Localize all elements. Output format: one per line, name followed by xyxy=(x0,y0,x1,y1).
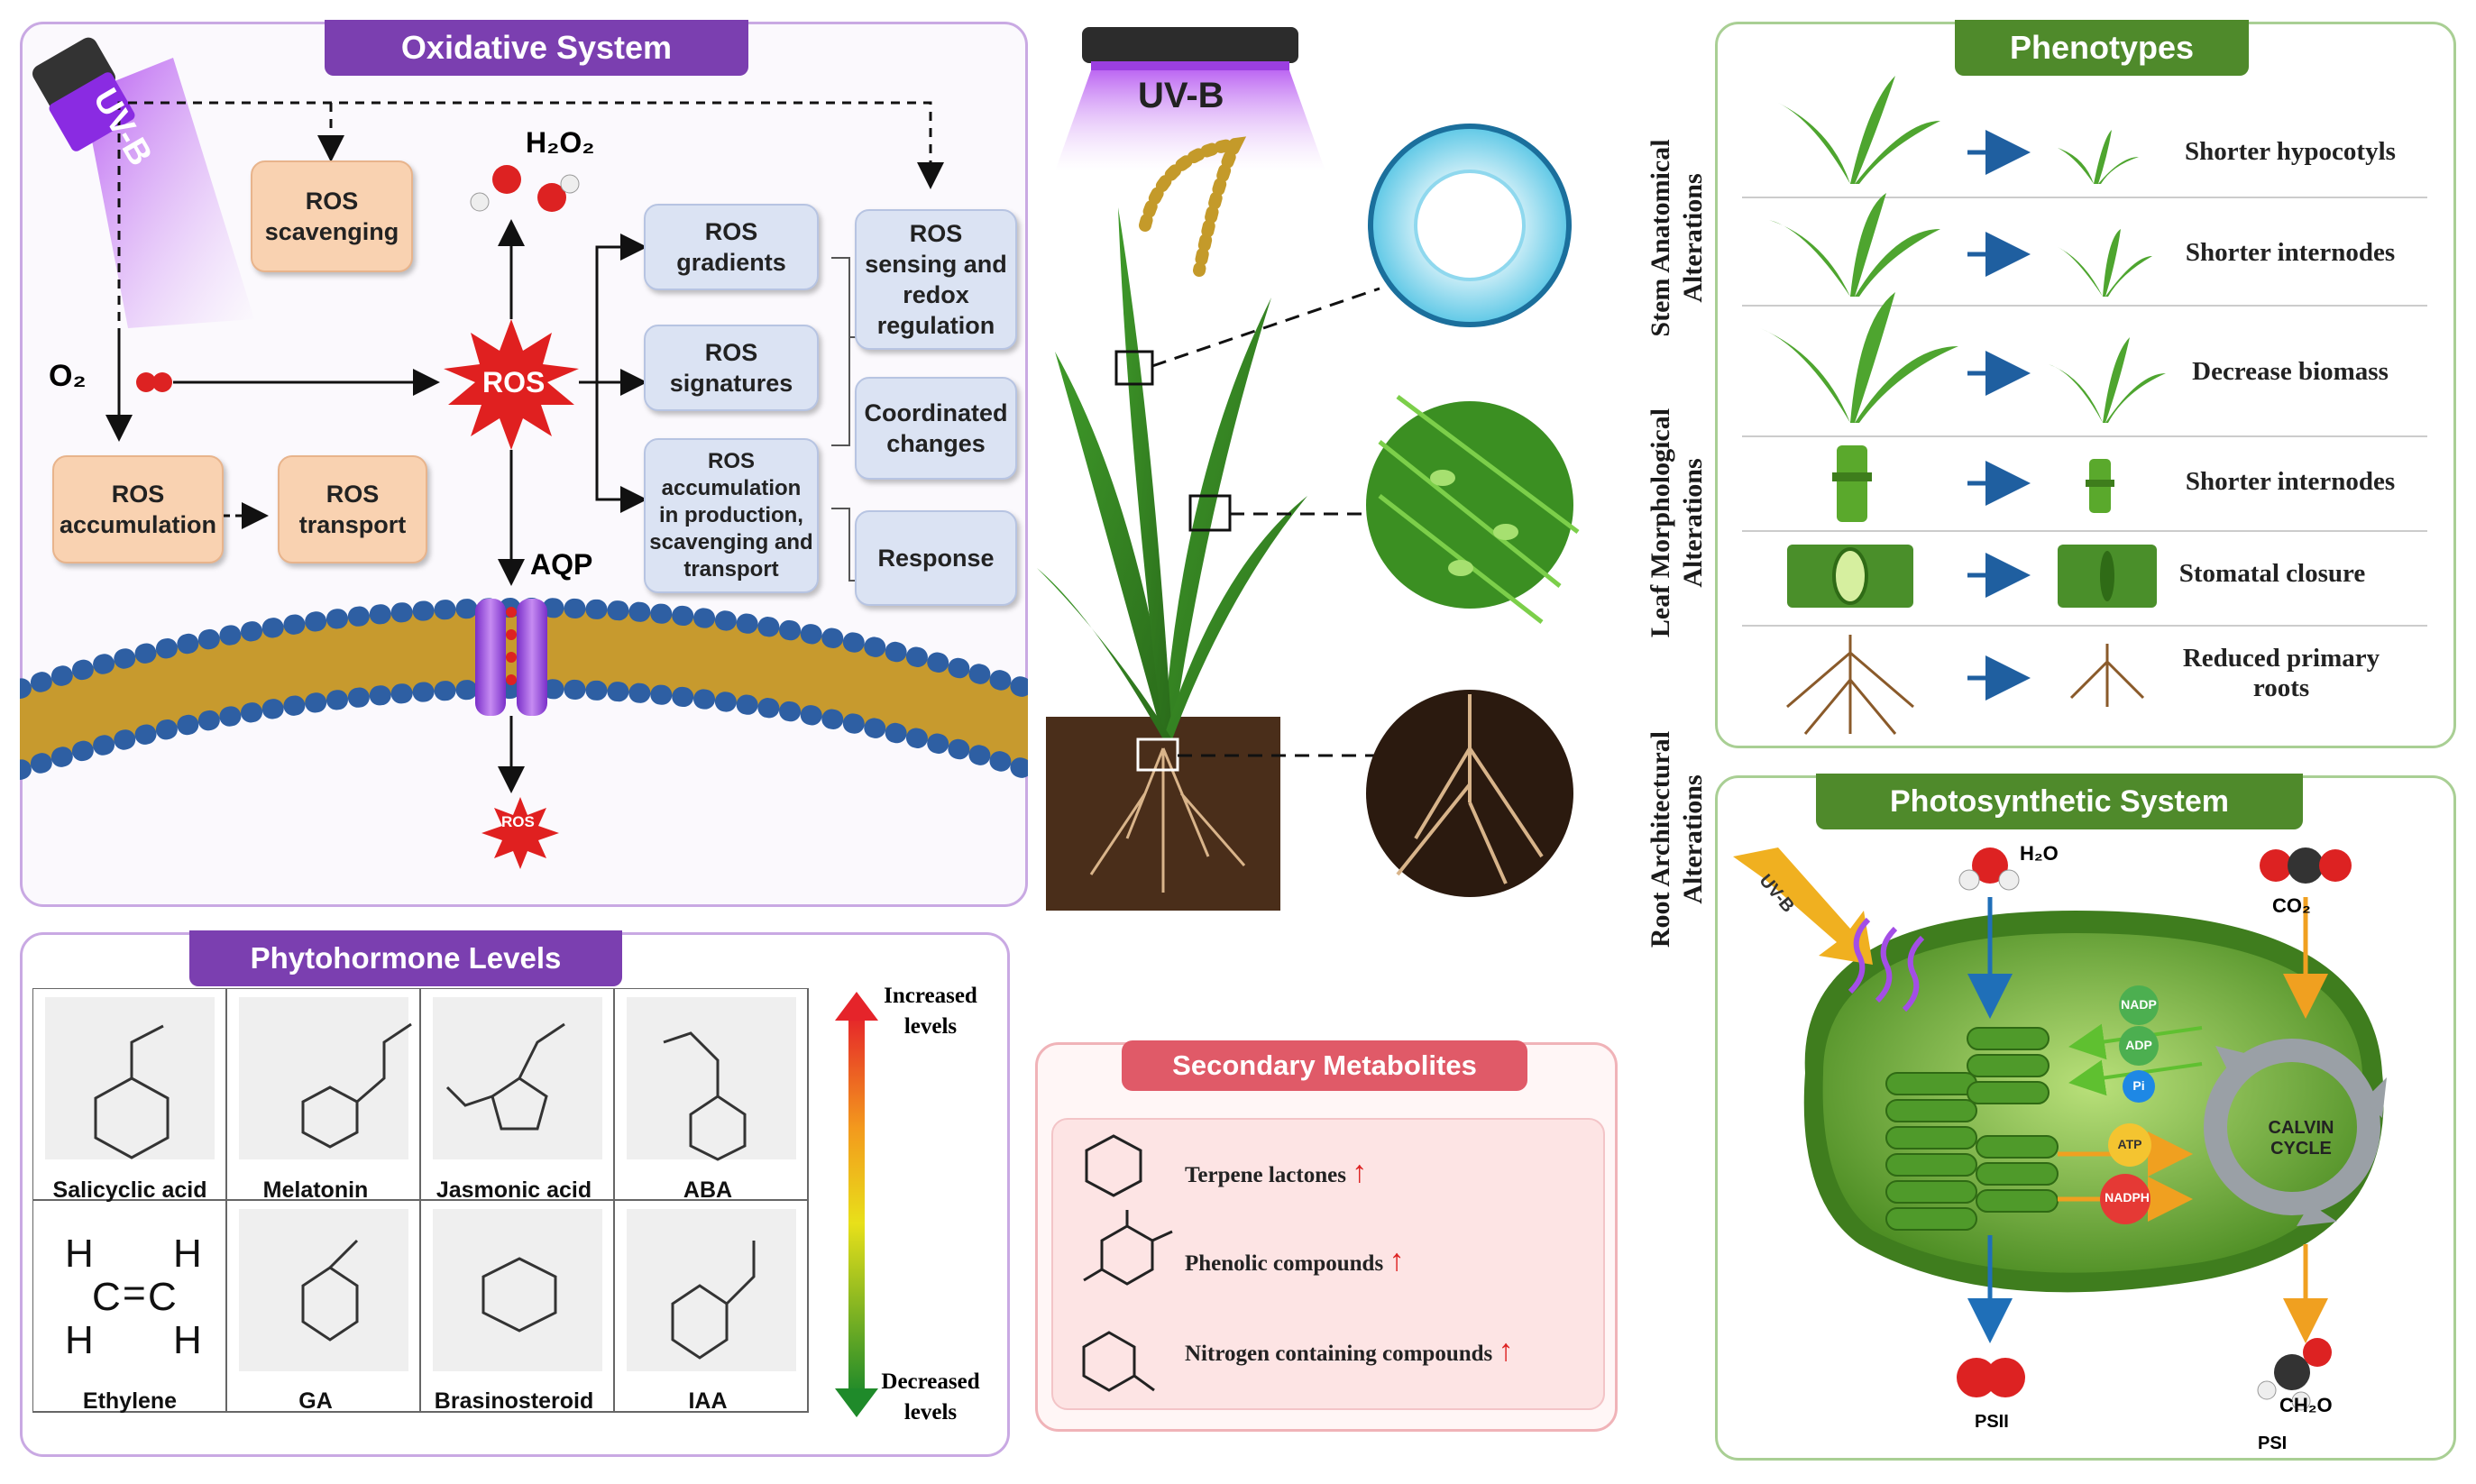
phenotype-label-2: Shorter internodes xyxy=(2185,238,2396,267)
o2-label: O₂ xyxy=(49,359,87,393)
ros-star-icon xyxy=(444,319,579,450)
secondary-item-nitrogen-label: Nitrogen containing compounds xyxy=(1185,1342,1493,1366)
ros-accumulation-box: ROS accumulation xyxy=(52,455,224,563)
leaf-surface-icon xyxy=(1366,395,1580,624)
ethylene-h3: H xyxy=(65,1318,94,1362)
chloroplast-diagram xyxy=(1733,847,2387,1411)
oxidative-system-title: Oxidative System xyxy=(325,20,748,76)
oxidative-diagram xyxy=(20,37,1028,869)
ethylene-h4: H xyxy=(173,1318,202,1362)
phenotype-rows xyxy=(1742,76,2427,735)
ethylene-h1: H xyxy=(65,1232,94,1276)
secondary-item-nitrogen: Nitrogen containing compounds ↑ xyxy=(1185,1334,1514,1369)
response-box: Response xyxy=(855,510,1017,606)
secondary-item-phenolic-label: Phenolic compounds xyxy=(1185,1251,1384,1276)
ethylene-double-bond: = xyxy=(123,1271,146,1315)
ethylene-h2: H xyxy=(173,1232,202,1276)
ros-gradients-box: ROS gradients xyxy=(644,204,819,290)
secondary-inner-box xyxy=(1051,1118,1605,1410)
co2-label: CO₂ xyxy=(2272,894,2311,917)
phenolic-up-arrow-icon: ↑ xyxy=(1389,1244,1405,1278)
atp-label: ATP xyxy=(2117,1137,2142,1151)
nadph-label: NADPH xyxy=(2105,1190,2150,1205)
coordinated-changes-box: Coordinated changes xyxy=(855,377,1017,480)
h2o2-label: H₂O₂ xyxy=(526,126,595,159)
phenotype-label-6: Reduced primary roots xyxy=(2182,644,2380,702)
h2o-label: H₂O xyxy=(2020,842,2059,865)
phytohormone-title: Phytohormone Levels xyxy=(189,930,622,986)
secondary-item-terpene: Terpene lactones ↑ xyxy=(1185,1156,1367,1190)
secondary-item-terpene-label: Terpene lactones xyxy=(1185,1163,1346,1187)
ch2o-label: CH₂O xyxy=(2279,1394,2333,1416)
hormone-label-jasmonic: Jasmonic acid xyxy=(436,1177,592,1203)
pi-label: Pi xyxy=(2132,1078,2145,1093)
root-closeup-icon xyxy=(1366,690,1573,897)
ros-center-label: ROS xyxy=(482,366,546,398)
nitrogen-up-arrow-icon: ↑ xyxy=(1498,1334,1514,1368)
phenotype-label-4: Shorter internodes xyxy=(2185,467,2396,496)
nadp-label: NADP xyxy=(2121,997,2157,1012)
psi-label: PSI xyxy=(2258,1434,2288,1453)
phenotype-label-5: Stomatal closure xyxy=(2178,559,2366,588)
phytohormone-grid xyxy=(32,988,878,1417)
ros-small-star-icon xyxy=(481,797,559,869)
ethylene-formula: H H C = C H H xyxy=(58,1232,202,1362)
uvb-incoming-arrow-icon xyxy=(1733,847,1873,965)
ethylene-c1: C xyxy=(92,1275,121,1319)
psii-label: PSII xyxy=(1975,1412,2009,1432)
phenotype-label-1: Shorter hypocotyls xyxy=(2185,137,2396,166)
secondary-item-phenolic: Phenolic compounds ↑ xyxy=(1185,1244,1404,1278)
hormone-label-iaa: IAA xyxy=(688,1388,728,1414)
terpene-up-arrow-icon: ↑ xyxy=(1352,1156,1368,1189)
increased-levels-label: Increased levels xyxy=(884,984,977,1039)
phenotype-label-3: Decrease biomass xyxy=(2192,357,2389,386)
ethylene-c2: C xyxy=(148,1275,177,1319)
root-architectural-label: Root Architectural Alterations xyxy=(1646,730,1708,948)
ros-small-label: ROS xyxy=(501,813,535,830)
hormone-label-brasinosteroid: Brasinosteroid xyxy=(434,1388,594,1414)
calvin-cycle-label: CALVIN CYCLE xyxy=(2268,1118,2334,1159)
aqp-label: AQP xyxy=(530,548,593,581)
adp-label: ADP xyxy=(2125,1038,2152,1052)
hormone-label-ga: GA xyxy=(298,1388,333,1414)
hormone-label-ethylene: Ethylene xyxy=(82,1388,178,1414)
photosynthetic-title: Photosynthetic System xyxy=(1816,774,2303,829)
ros-scavenging-box: ROS scavenging xyxy=(251,160,413,272)
secondary-metabolites-title: Secondary Metabolites xyxy=(1122,1040,1527,1091)
plant-illustration xyxy=(1037,27,1580,911)
aquaporin-channel-icon xyxy=(475,599,547,716)
hormone-label-salicylic: Salicyclic acid xyxy=(52,1177,207,1203)
ros-accum-production-box: ROS accumulation in production, scavengi… xyxy=(644,438,819,593)
ros-sensing-box: ROS sensing and redox regulation xyxy=(855,209,1017,350)
secondary-structures xyxy=(1082,1134,1173,1392)
hormone-label-aba: ABA xyxy=(683,1177,733,1203)
ros-signatures-box: ROS signatures xyxy=(644,325,819,411)
stem-cross-section-icon xyxy=(1368,124,1572,327)
phenotypes-panel xyxy=(1715,22,2456,748)
uvb-top-label: UV-B xyxy=(1138,76,1224,115)
hormone-label-melatonin: Melatonin xyxy=(262,1177,369,1203)
decreased-levels-label: Decreased levels xyxy=(881,1369,980,1424)
leaf-morphological-label: Leaf Morphological Alterations xyxy=(1646,408,1708,638)
phenotypes-title: Phenotypes xyxy=(1955,20,2249,76)
uv-lamp-icon xyxy=(32,37,254,328)
ros-transport-box: ROS transport xyxy=(278,455,427,563)
stem-anatomical-label: Stem Anatomical Alterations xyxy=(1646,139,1708,337)
